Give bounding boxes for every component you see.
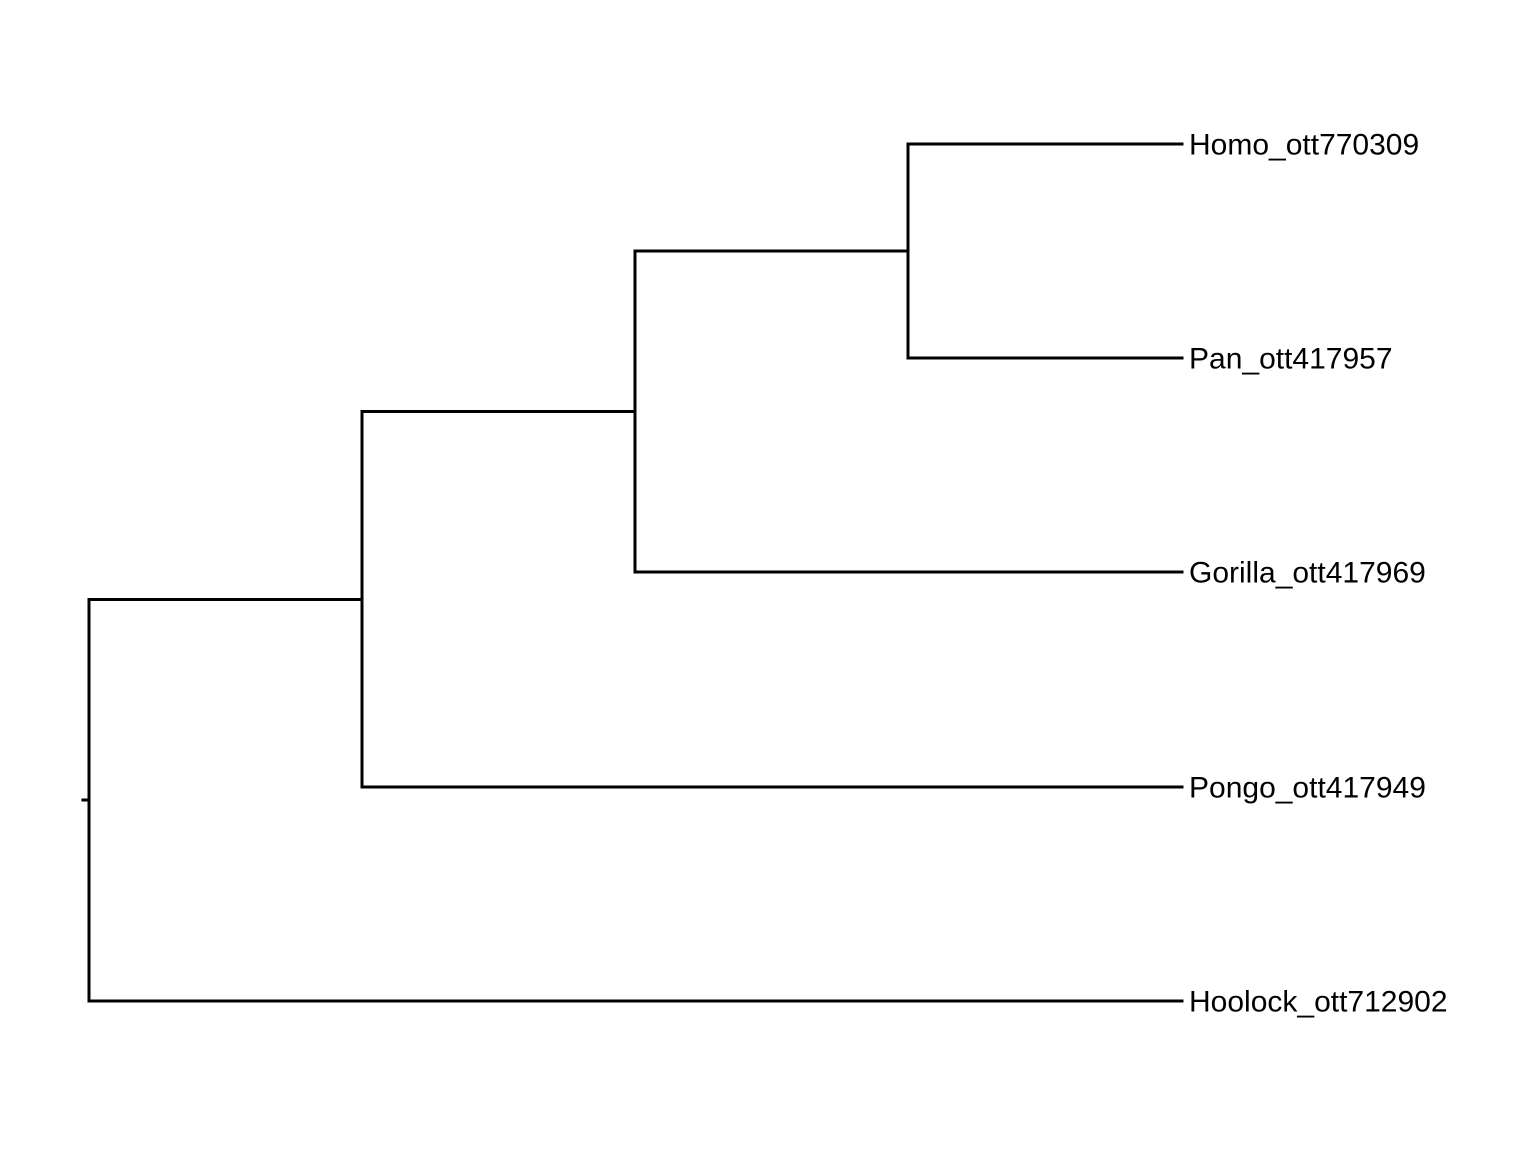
tip-label: Homo_ott770309 [1189,129,1419,162]
tip-label: Pan_ott417957 [1189,343,1393,376]
tip-label: Hoolock_ott712902 [1189,986,1448,1019]
tip-label: Gorilla_ott417969 [1189,557,1426,590]
tip-label: Pongo_ott417949 [1189,772,1426,805]
